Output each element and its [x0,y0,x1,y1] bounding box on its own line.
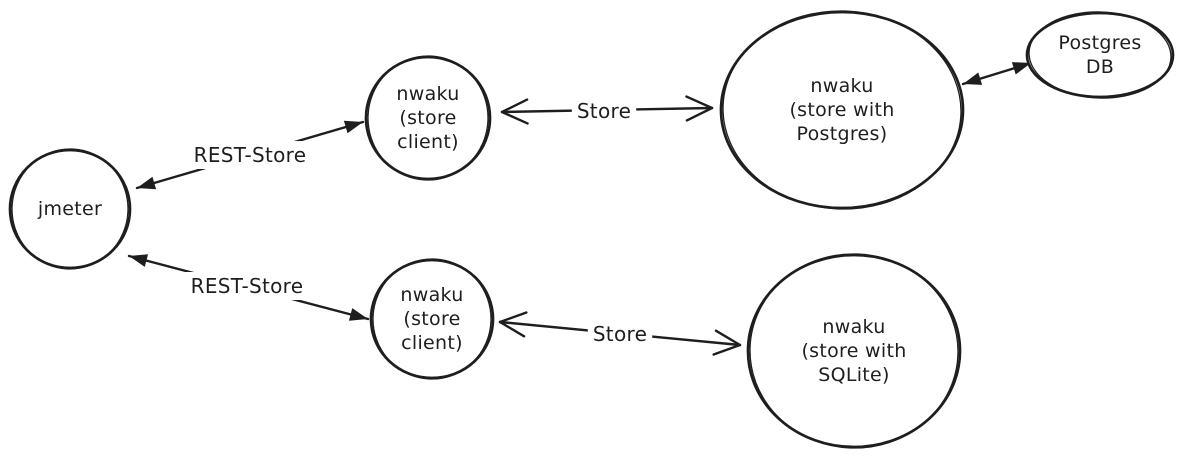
arrowhead-filled-icon [963,72,983,85]
nwaku-store-client-top-shape-overdraw [367,55,489,181]
node-jmeter: jmeter [8,148,132,270]
nwaku-store-with-postgres-shape-overdraw [722,10,962,210]
jmeter-label: jmeter [37,198,102,220]
jmeter-shape [8,148,132,270]
edge-store-bottom-label: Store [593,322,647,346]
arrowhead-filled-icon [348,308,368,321]
arrowhead-open-icon [685,95,714,110]
postgres-db-shape-overdraw [1028,11,1172,99]
arrowhead-open-icon [498,320,526,338]
arrowhead-open-icon [500,110,529,125]
nwaku-store-client-bottom-shape [369,258,495,380]
arrowhead-open-icon [714,329,742,347]
arrowhead-filled-icon [1011,62,1031,75]
nwaku-store-client-bottom-shape-overdraw [372,258,492,380]
arrowhead-filled-icon [343,120,363,134]
edge-label-backdrop [188,141,312,169]
edge-label-backdrop [587,320,653,348]
arrowhead-open-icon [712,343,742,356]
nwaku-store-with-sqlite-shape-overdraw [749,253,959,449]
edge-label-backdrop [185,272,309,300]
edge-rest-store-bottom-label: REST-Store [191,274,304,298]
edge-rest-store-top-label: REST-Store [194,143,307,167]
arrowhead-filled-icon [137,176,157,190]
postgres-db-shape [1025,11,1175,99]
arrowhead-filled-icon [129,254,149,267]
nwaku-store-client-top-shape [364,55,492,181]
nwaku-store-with-sqlite-shape [746,253,962,449]
edge-store-top: Store [500,95,714,125]
edge-postgres-db-link [961,61,1033,86]
edge-store-top-label: Store [577,99,631,123]
jmeter-shape-overdraw [11,148,129,270]
arrowhead-open-icon [498,311,528,324]
edge-label-backdrop [571,97,637,125]
arrowhead-open-icon [500,98,529,114]
arrowhead-open-icon [685,106,714,122]
edge-rest-store-bottom: REST-Store [127,254,370,321]
edge-rest-store-top: REST-Store [135,120,365,190]
nwaku-store-with-postgres-shape [719,10,965,210]
edge-store-bottom: Store [498,311,742,356]
